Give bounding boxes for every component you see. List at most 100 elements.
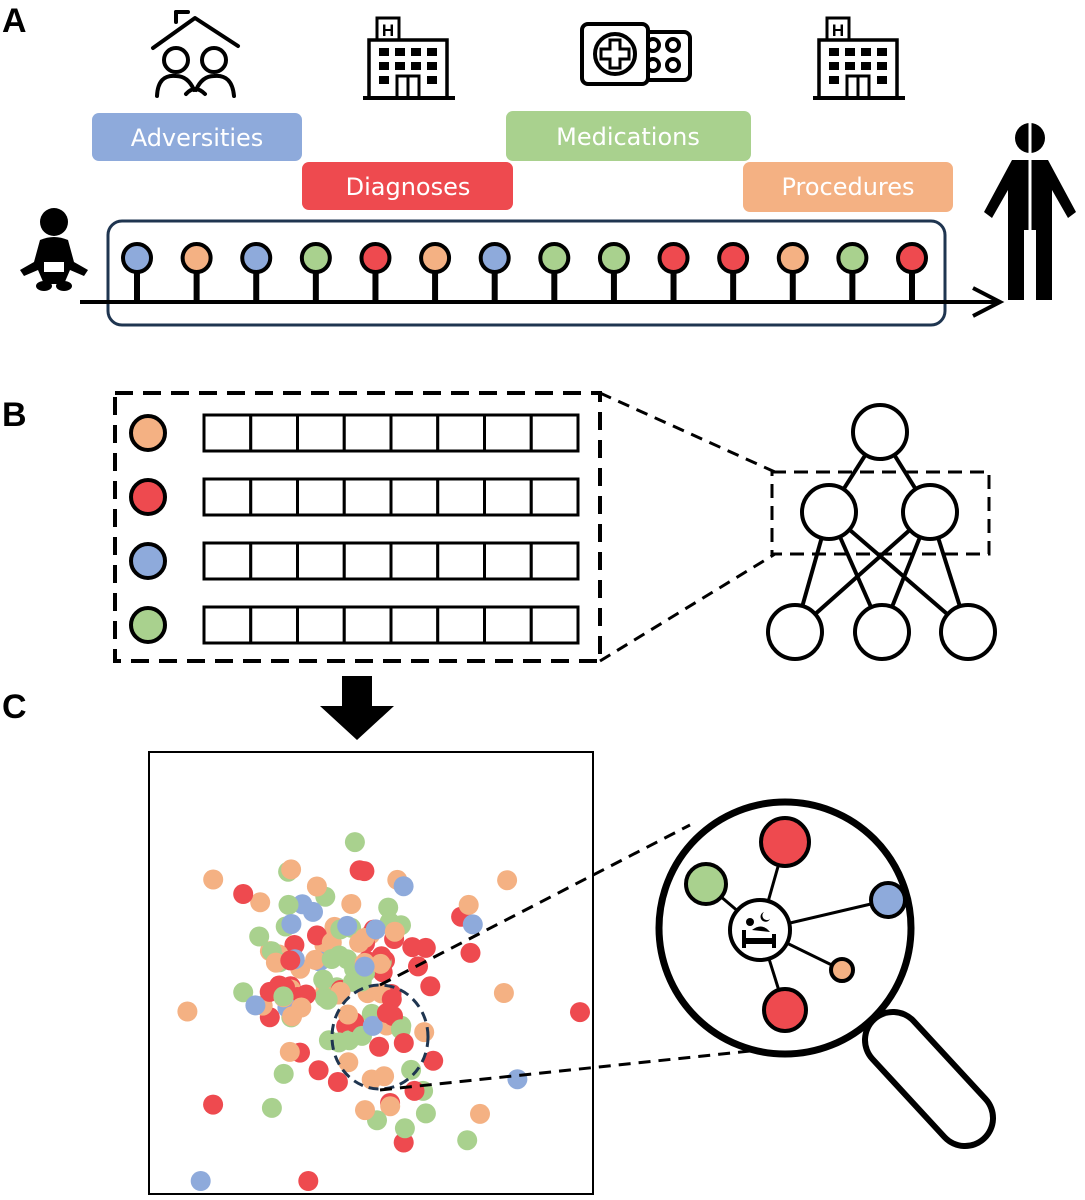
scatter-point-diagnoses [349, 860, 370, 881]
scatter-point-adversities [362, 1015, 383, 1036]
scatter-point-procedures [203, 869, 224, 890]
scatter-point-diagnoses [233, 884, 254, 904]
embedding-cell [389, 477, 440, 517]
scatter-point-medications [457, 1130, 478, 1151]
svg-text:Adversities: Adversities [131, 124, 264, 152]
scatter-point-medications [273, 1063, 294, 1084]
scatter-point-procedures [355, 1100, 375, 1121]
scatter-point-medications [233, 982, 254, 1003]
highlight-circle [330, 983, 430, 1091]
scatter-point-procedures [177, 1001, 198, 1022]
embedding-cell [342, 541, 393, 581]
embedding-cell [249, 413, 299, 453]
scatter-point-diagnoses [570, 1002, 590, 1023]
timeline-event-diagnoses [657, 242, 690, 302]
family-house-icon [151, 10, 240, 98]
scatter-point-medications [278, 894, 299, 915]
scatter-point-adversities [462, 914, 483, 935]
magnify-connector-lines [379, 823, 761, 1092]
scatter-point-adversities [190, 1171, 211, 1191]
embedding-cell [529, 477, 580, 517]
magnifying-glass-icon [655, 798, 996, 1149]
scatter-point-procedures [458, 894, 479, 915]
embedding-cell [483, 413, 533, 453]
timeline-event-procedures [180, 242, 213, 302]
svg-text:Procedures: Procedures [781, 173, 914, 201]
scatter-point-medications [415, 1103, 436, 1124]
timeline-event-diagnoses [896, 242, 928, 302]
scatter-plot [148, 751, 594, 1195]
timeline-event-medications [597, 242, 630, 302]
timeline-event-diagnoses [717, 242, 750, 302]
embedding-cell [296, 477, 346, 517]
scatter-point-diagnoses [369, 1036, 390, 1057]
adult-person-icon [984, 123, 1076, 300]
hospital-icon: H [813, 16, 905, 100]
embedding-cell [249, 605, 299, 645]
embedding-cell [296, 413, 346, 453]
scatter-points [177, 832, 590, 1191]
timeline-event-procedures [419, 242, 452, 302]
embedding-row-procedures [129, 413, 580, 453]
baby-icon [20, 208, 88, 291]
embedding-row-diagnoses [129, 477, 580, 517]
scatter-point-medications [344, 832, 365, 853]
scatter-point-procedures [305, 949, 326, 970]
category-label-adversities: Adversities [92, 113, 302, 161]
sleeping-person-bed-icon [728, 898, 792, 962]
scatter-point-diagnoses [423, 1050, 444, 1071]
embedding-cell [202, 413, 253, 453]
patient-timeline [80, 219, 1005, 327]
scatter-point-diagnoses [298, 1171, 319, 1191]
scatter-point-medications [261, 1097, 282, 1118]
embedding-cell [342, 413, 393, 453]
neighbor-node-procedures [829, 957, 855, 983]
panel-letter-a: A [2, 2, 27, 40]
scatter-point-diagnoses [376, 1003, 397, 1023]
scatter-point-procedures [279, 1041, 300, 1062]
scatter-point-procedures [338, 1004, 358, 1025]
embedding-cell [436, 477, 486, 517]
scatter-point-adversities [245, 995, 266, 1016]
scatter-point-diagnoses [203, 1094, 224, 1115]
embedding-cell [202, 477, 253, 517]
scatter-point-medications [394, 1118, 415, 1139]
svg-text:H: H [382, 21, 394, 40]
timeline-event-medications [538, 242, 571, 302]
scatter-point-adversities [281, 914, 302, 934]
scatter-point-procedures [338, 1052, 359, 1073]
hospital-icon: H [363, 16, 455, 100]
timeline-event-medications [836, 242, 869, 302]
embedding-cell [529, 413, 580, 453]
embedding-rows [129, 413, 580, 645]
embedding-cell [436, 605, 486, 645]
scatter-point-medications [313, 969, 334, 990]
scatter-point-diagnoses [280, 950, 301, 971]
category-label-medications: Medications [506, 111, 751, 161]
svg-text:H: H [832, 21, 844, 40]
scatter-point-adversities [303, 901, 323, 922]
neighbor-node-diagnoses [759, 816, 811, 868]
scatter-point-adversities [354, 956, 375, 977]
embedding-cell [249, 541, 299, 581]
scatter-point-medications [401, 1059, 422, 1080]
scatter-point-procedures [414, 1022, 435, 1043]
scatter-point-diagnoses [393, 1033, 414, 1053]
category-label-procedures: Procedures [743, 162, 953, 212]
scatter-point-diagnoses [415, 937, 436, 958]
timeline-event-medications [299, 242, 332, 302]
scatter-point-diagnoses [327, 1072, 348, 1092]
scatter-point-diagnoses [404, 1080, 425, 1101]
embedding-box [113, 391, 602, 663]
embedding-cell [249, 477, 299, 517]
embedding-cell [389, 413, 440, 453]
scatter-point-diagnoses [284, 935, 305, 955]
scatter-point-procedures [493, 983, 514, 1003]
scatter-point-adversities [337, 915, 358, 936]
neural-network-icon [766, 403, 997, 661]
embedding-cell [483, 477, 533, 517]
scatter-point-medications [318, 1030, 339, 1051]
embedding-cell [389, 605, 440, 645]
scatter-point-procedures [384, 921, 405, 942]
